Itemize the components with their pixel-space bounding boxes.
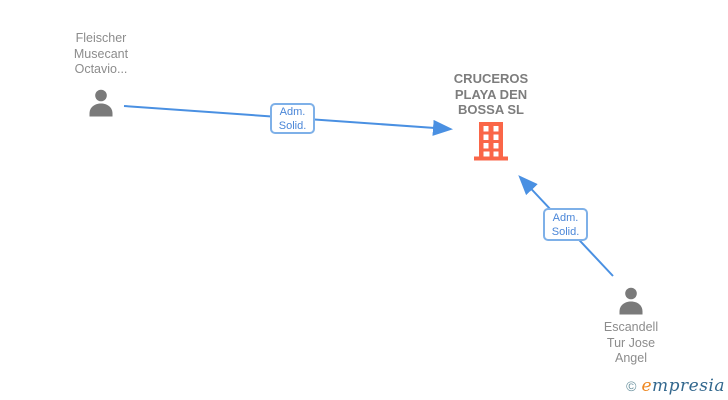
edge2-label: Adm. Solid. — [543, 208, 588, 241]
empresia-logo[interactable]: © empresia — [626, 376, 725, 396]
node-company-name[interactable]: CRUCEROS PLAYA DEN BOSSA SL — [453, 71, 529, 117]
person-icon[interactable] — [87, 89, 115, 117]
brand-initial: e — [641, 376, 652, 396]
node-person2-name[interactable]: Escandell Tur Jose Angel — [603, 320, 659, 365]
person-icon[interactable] — [617, 287, 645, 315]
edge1-label: Adm. Solid. — [270, 103, 315, 134]
copyright-icon: © — [626, 378, 637, 394]
node-person1-name[interactable]: Fleischer Musecant Octavio... — [73, 31, 129, 76]
building-icon[interactable] — [473, 121, 509, 166]
empresia-wordmark: empresia — [641, 376, 725, 396]
brand-rest: mpresia — [652, 376, 725, 396]
